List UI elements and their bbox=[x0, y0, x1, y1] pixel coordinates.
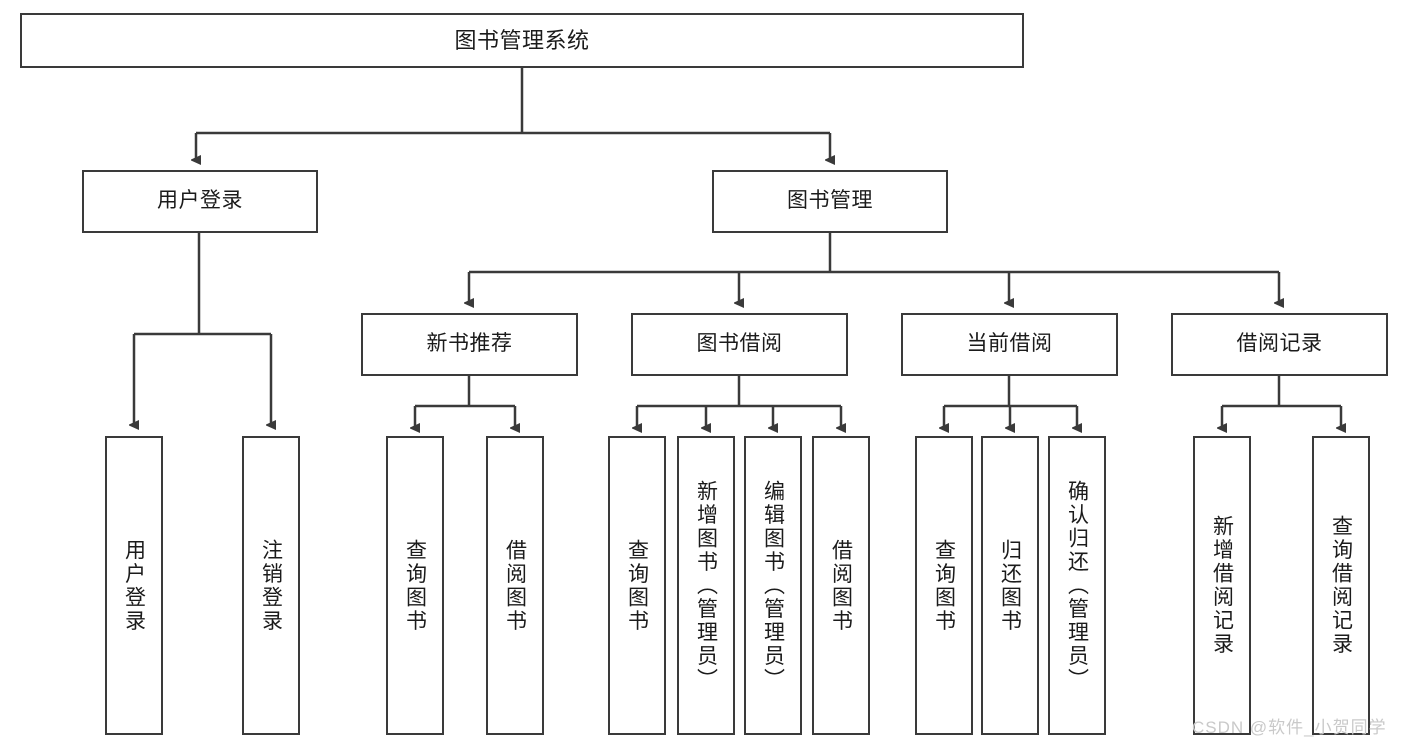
node-leaf-query-borrow-record-label: 查询借阅记录 bbox=[1329, 515, 1353, 656]
node-leaf-add-borrow-record[interactable]: 新增借阅记录 bbox=[1193, 436, 1251, 735]
node-leaf-borrow-book-1[interactable]: 借阅图书 bbox=[486, 436, 544, 735]
node-leaf-add-book[interactable]: 新增图书（管理员） bbox=[677, 436, 735, 735]
node-current-borrow-label: 当前借阅 bbox=[966, 332, 1053, 356]
node-leaf-query-book-3[interactable]: 查询图书 bbox=[915, 436, 973, 735]
node-book-management-label: 图书管理 bbox=[787, 189, 873, 213]
node-new-book-recommend[interactable]: 新书推荐 bbox=[361, 313, 578, 376]
node-leaf-confirm-return[interactable]: 确认归还（管理员） bbox=[1048, 436, 1106, 735]
node-current-borrow[interactable]: 当前借阅 bbox=[901, 313, 1118, 376]
node-leaf-add-book-label: 新增图书（管理员） bbox=[694, 479, 718, 692]
node-leaf-return-book-label: 归还图书 bbox=[998, 538, 1022, 633]
node-leaf-logout-login[interactable]: 注销登录 bbox=[242, 436, 300, 735]
node-leaf-borrow-book-2[interactable]: 借阅图书 bbox=[812, 436, 870, 735]
node-leaf-query-book-1[interactable]: 查询图书 bbox=[386, 436, 444, 735]
node-borrow-record[interactable]: 借阅记录 bbox=[1171, 313, 1388, 376]
node-leaf-query-borrow-record[interactable]: 查询借阅记录 bbox=[1312, 436, 1370, 735]
node-user-login-label: 用户登录 bbox=[157, 189, 243, 213]
node-user-login[interactable]: 用户登录 bbox=[82, 170, 318, 233]
node-leaf-user-login-label: 用户登录 bbox=[122, 538, 146, 633]
node-leaf-query-book-2-label: 查询图书 bbox=[625, 538, 649, 633]
node-book-management[interactable]: 图书管理 bbox=[712, 170, 948, 233]
node-root[interactable]: 图书管理系统 bbox=[20, 13, 1024, 68]
node-book-borrow[interactable]: 图书借阅 bbox=[631, 313, 848, 376]
node-leaf-query-book-1-label: 查询图书 bbox=[403, 538, 427, 633]
node-leaf-borrow-book-2-label: 借阅图书 bbox=[829, 538, 853, 633]
node-leaf-return-book[interactable]: 归还图书 bbox=[981, 436, 1039, 735]
node-leaf-confirm-return-label: 确认归还（管理员） bbox=[1065, 479, 1089, 692]
node-leaf-query-book-3-label: 查询图书 bbox=[932, 538, 956, 633]
node-book-borrow-label: 图书借阅 bbox=[696, 332, 783, 356]
node-root-label: 图书管理系统 bbox=[454, 27, 590, 53]
node-leaf-query-book-2[interactable]: 查询图书 bbox=[608, 436, 666, 735]
node-leaf-borrow-book-1-label: 借阅图书 bbox=[503, 538, 527, 633]
node-leaf-edit-book-label: 编辑图书（管理员） bbox=[761, 479, 785, 692]
node-new-book-recommend-label: 新书推荐 bbox=[426, 332, 513, 356]
node-borrow-record-label: 借阅记录 bbox=[1236, 332, 1323, 356]
node-leaf-user-login[interactable]: 用户登录 bbox=[105, 436, 163, 735]
node-leaf-add-borrow-record-label: 新增借阅记录 bbox=[1210, 515, 1234, 656]
node-leaf-logout-login-label: 注销登录 bbox=[259, 538, 283, 633]
node-leaf-edit-book[interactable]: 编辑图书（管理员） bbox=[744, 436, 802, 735]
